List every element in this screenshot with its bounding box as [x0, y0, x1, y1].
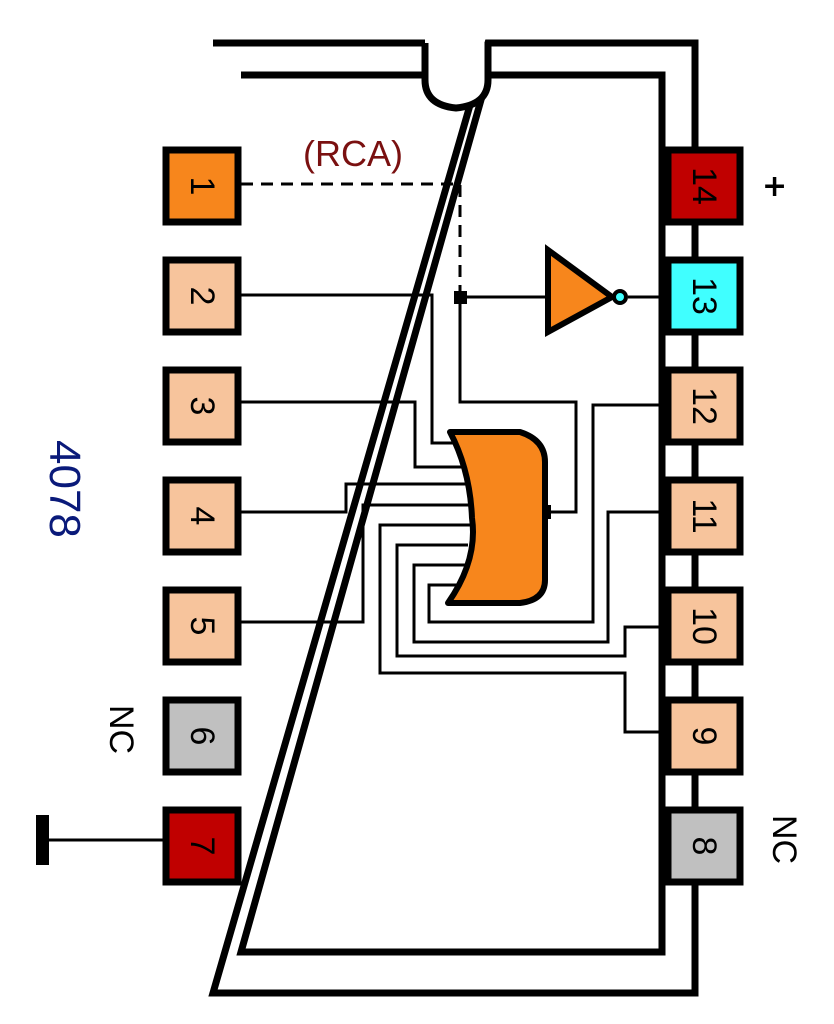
pin-9-number: 9 [685, 727, 723, 746]
part-number-label: 4078 [40, 440, 89, 538]
not-gate [545, 244, 618, 338]
pin-12-number: 12 [685, 387, 723, 425]
pin-2-number: 2 [183, 287, 221, 306]
pin-14-body [664, 146, 744, 226]
pin-5-body [162, 586, 242, 666]
pin-14-number: 14 [685, 167, 723, 205]
pin-4-number: 4 [183, 507, 221, 526]
pin-11: 11 [664, 476, 744, 556]
pin-7-body [162, 806, 242, 886]
pin-7: 7 [162, 806, 242, 886]
pin-1: 1 [162, 146, 242, 226]
pin-3: 3 [162, 366, 242, 446]
wire-pin3 [241, 400, 465, 469]
pin-13-number: 13 [685, 277, 723, 315]
pin-8-number: 8 [685, 837, 723, 856]
pin-13-body [664, 256, 744, 336]
wire-pin11 [412, 510, 665, 644]
pin-10: 10 [664, 586, 744, 666]
wire-or-output [458, 297, 578, 514]
pin-11-number: 11 [685, 498, 723, 533]
package-outer-outline [208, 39, 699, 997]
left-pin-column: 1 2 3 4 5 6 7 [162, 146, 242, 886]
pin-9: 9 [664, 696, 744, 776]
supply-plus-icon: + [762, 169, 787, 204]
pin-5-number: 5 [183, 617, 221, 636]
wire-pin9 [378, 523, 665, 734]
ground-icon [36, 815, 49, 865]
wire-pin5 [241, 503, 470, 624]
wire-pin4 [241, 482, 470, 514]
pin-6-number: 6 [183, 727, 221, 746]
wire-pin2 [241, 293, 455, 445]
pin-1-number: 1 [183, 177, 221, 196]
pin-4: 4 [162, 476, 242, 556]
wire-pin12 [427, 403, 665, 624]
pin-3-number: 3 [183, 397, 221, 416]
pin-6-body [162, 696, 242, 776]
wire-pin10 [395, 543, 665, 658]
wiring [36, 182, 665, 865]
nc-label-left: NC [102, 705, 140, 754]
pin-6: 6 [162, 696, 242, 776]
pin-10-number: 10 [685, 607, 723, 645]
pin-11-body [664, 476, 744, 556]
pin-8: 8 [664, 806, 744, 886]
pin-13: 13 [664, 256, 744, 336]
pin-1-body [162, 146, 242, 226]
or-gate-output-tick [545, 505, 551, 519]
nc-label-right: NC [765, 815, 803, 864]
pin-7-number: 7 [183, 837, 221, 856]
or-gate [445, 429, 548, 606]
package-notch [421, 43, 492, 112]
package-inner-outline [236, 71, 666, 956]
pin-12: 12 [664, 366, 744, 446]
pin-5: 5 [162, 586, 242, 666]
rca-label: (RCA) [303, 133, 403, 174]
not-gate-bubble [612, 289, 628, 305]
pin-10-body [664, 586, 744, 666]
pin-14: 14 [664, 146, 744, 226]
pin-4-body [162, 476, 242, 556]
pin-2-body [162, 256, 242, 336]
pin-2: 2 [162, 256, 242, 336]
right-pin-column: 14 13 12 11 10 9 8 [664, 146, 744, 886]
pin-3-body [162, 366, 242, 446]
pin-9-body [664, 696, 744, 776]
pin-12-body [664, 366, 744, 446]
pin-8-body [664, 806, 744, 886]
